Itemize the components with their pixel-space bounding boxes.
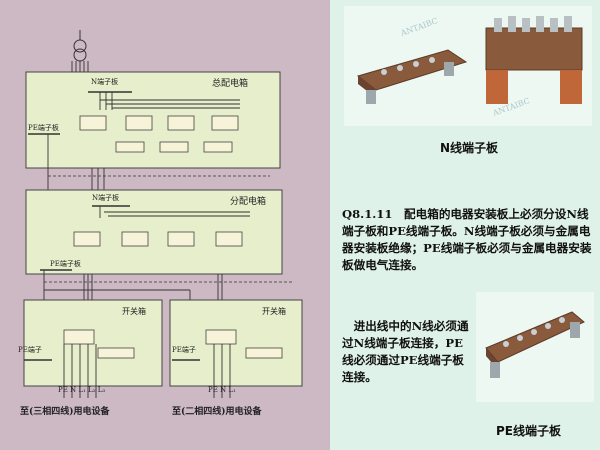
pe-label-right: PE端子 [172, 345, 196, 354]
n-terminal-label-2: N端子板 [92, 193, 119, 202]
main-box-breakers [79, 115, 239, 153]
left-output-lines [63, 344, 97, 398]
wiring-diagram: 总配电箱 N端子板 PE端子板 分配电箱 N端子板 PE端子板 [18, 30, 303, 417]
switch-box-label-left: 开关箱 [122, 306, 146, 316]
pe-terminal-caption: PE线端子板 [496, 424, 561, 438]
right-output-lines [213, 344, 231, 398]
bottom-phase-right: PE N L₁ [208, 386, 236, 394]
sub-box-wiring [99, 206, 250, 218]
n-terminal-photo: ANTAIBC ANTAIBC [344, 6, 592, 126]
sub-box-breakers [73, 231, 243, 247]
caption-left: 至(三相四线)用电设备 [20, 405, 111, 417]
caption-right: 至(二相四线)用电设备 [172, 405, 263, 417]
bottom-phase-left: PE N L₁ L₂ L₃ [58, 386, 105, 394]
regulation-paragraph-1: Q8.1.11 配电箱的电器安装板上必须分设N线端子板和PE线端子板。N线端子板… [342, 207, 592, 272]
pe-terminal-label-1: PE端子板 [28, 123, 59, 132]
transformer-icon [73, 30, 87, 62]
n-terminal-caption: N线端子板 [440, 141, 499, 155]
n-terminal-label-1: N端子板 [91, 77, 118, 86]
sub-box-label: 分配电箱 [230, 195, 266, 207]
switch-box-label-right: 开关箱 [262, 306, 286, 316]
regulation-paragraph-2: 进出线中的N线必须通过N线端子板连接，PE线必须通过PE线端子板连接。 [342, 319, 469, 384]
main-box-wiring [99, 92, 240, 110]
n-board-left [356, 49, 468, 104]
main-box-label: 总配电箱 [212, 77, 248, 89]
pe-terminal-label-2: PE端子板 [50, 259, 81, 268]
pe-label-left: PE端子 [18, 345, 42, 354]
n-board-right [485, 16, 583, 104]
pe-terminal-photo [476, 292, 594, 402]
